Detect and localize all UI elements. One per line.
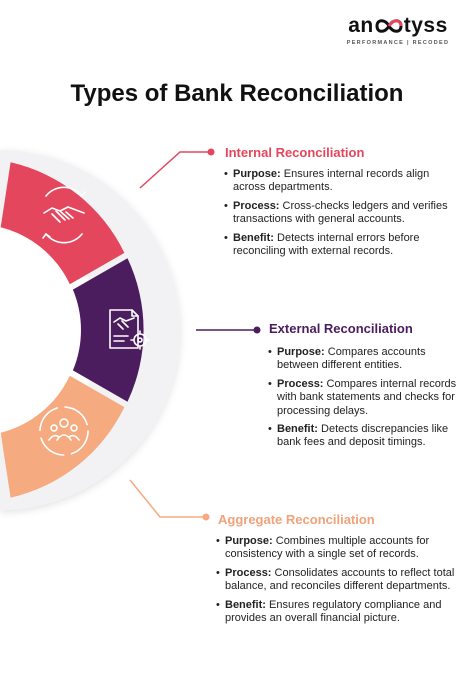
brand-name-right: tyss (403, 14, 448, 37)
point-purpose: Purpose: Ensures internal records align … (224, 168, 456, 195)
section-heading-aggregate: Aggregate Reconciliation (218, 512, 375, 527)
brand-tagline: PERFORMANCE | RECODED (346, 40, 450, 46)
point-benefit: Benefit: Detects internal errors before … (224, 232, 456, 259)
brand-logo: an tyss PERFORMANCE | RECODED (342, 14, 454, 46)
section-points-internal: Purpose: Ensures internal records align … (224, 168, 456, 263)
team-cycle-icon (39, 406, 89, 456)
point-process: Process: Consolidates accounts to reflec… (216, 567, 462, 594)
ring-segment-aggregate (0, 375, 125, 498)
point-benefit: Benefit: Detects discrepancies like bank… (268, 423, 460, 450)
connector-internal (139, 148, 215, 189)
contract-gear-icon (109, 309, 150, 350)
point-purpose: Purpose: Compares accounts between diffe… (268, 346, 460, 373)
section-points-external: Purpose: Compares accounts between diffe… (268, 346, 460, 455)
connector-external (196, 326, 261, 334)
section-heading-external: External Reconciliation (269, 321, 413, 336)
brand-wordmark: an tyss (342, 14, 454, 38)
page-title: Types of Bank Reconciliation (70, 80, 404, 107)
section-heading-internal: Internal Reconciliation (225, 145, 365, 160)
ring-segment-external (72, 258, 144, 402)
ring-shadow (0, 150, 180, 510)
point-process: Process: Cross-checks ledgers and verifi… (224, 200, 456, 227)
brand-infinity-icon (375, 19, 403, 33)
point-purpose: Purpose: Combines multiple accounts for … (216, 535, 462, 562)
connector-aggregate (129, 479, 210, 521)
brand-name-left: an (348, 14, 374, 37)
point-process: Process: Compares internal records with … (268, 378, 460, 418)
section-points-aggregate: Purpose: Combines multiple accounts for … (216, 535, 462, 630)
ring-segment-internal (0, 162, 125, 285)
point-benefit: Benefit: Ensures regulatory compliance a… (216, 599, 462, 626)
handshake-icon (42, 186, 86, 244)
